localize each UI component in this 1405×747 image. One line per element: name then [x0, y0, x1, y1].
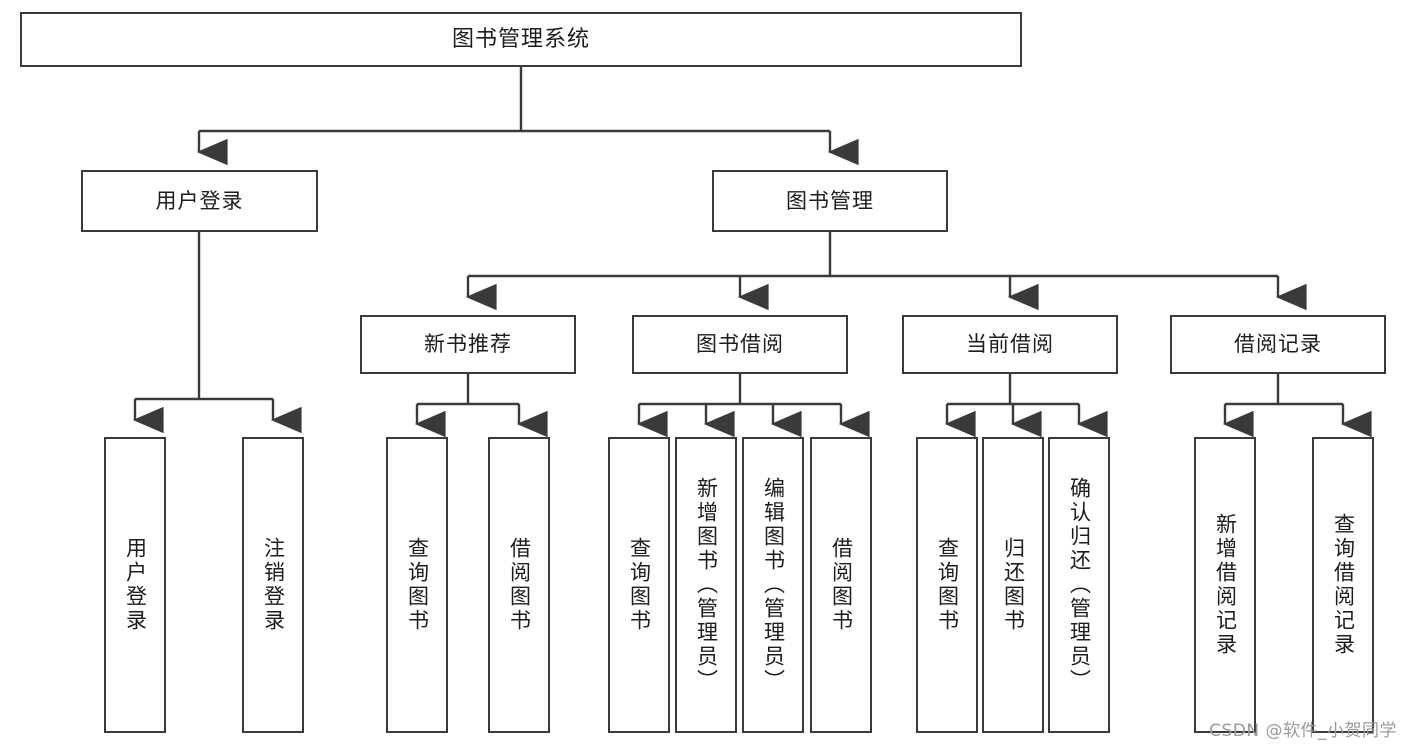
leaf-borrow-book-newbook[interactable]: 借阅图书	[488, 437, 550, 733]
node-root-system[interactable]: 图书管理系统	[20, 12, 1022, 67]
node-book-management[interactable]: 图书管理	[712, 170, 948, 232]
leaf-return-book[interactable]: 归还图书	[982, 437, 1044, 733]
leaf-query-book-borrow[interactable]: 查询图书	[608, 437, 670, 733]
leaf-query-book-newbook[interactable]: 查询图书	[386, 437, 448, 733]
leaf-add-borrow-record[interactable]: 新增借阅记录	[1194, 437, 1256, 733]
node-book-borrow[interactable]: 图书借阅	[632, 315, 848, 374]
node-current-borrow[interactable]: 当前借阅	[902, 315, 1118, 374]
node-user-login[interactable]: 用户登录	[81, 170, 318, 232]
leaf-query-book-current[interactable]: 查询图书	[916, 437, 978, 733]
leaf-label: 借阅图书	[507, 537, 532, 633]
leaf-edit-book-admin[interactable]: 编辑图书（管理员）	[742, 437, 804, 733]
leaf-logout-login[interactable]: 注销登录	[242, 437, 304, 733]
leaf-label: 注销登录	[261, 537, 286, 633]
leaf-label: 查询借阅记录	[1331, 513, 1356, 657]
leaf-label: 查询图书	[935, 537, 960, 633]
leaf-add-book-admin[interactable]: 新增图书（管理员）	[675, 437, 737, 733]
leaf-label: 查询图书	[405, 537, 430, 633]
leaf-user-login[interactable]: 用户登录	[104, 437, 166, 733]
leaf-label: 新增图书（管理员）	[694, 477, 719, 693]
watermark-text: CSDN @软件_小贺同学	[1209, 721, 1397, 741]
leaf-label: 查询图书	[627, 537, 652, 633]
leaf-label: 用户登录	[123, 537, 148, 633]
leaf-label: 编辑图书（管理员）	[761, 477, 786, 693]
node-new-book-recommend[interactable]: 新书推荐	[360, 315, 576, 374]
leaf-borrow-book[interactable]: 借阅图书	[810, 437, 872, 733]
leaf-query-borrow-record[interactable]: 查询借阅记录	[1312, 437, 1374, 733]
leaf-label: 确认归还（管理员）	[1067, 477, 1092, 693]
leaf-confirm-return-admin[interactable]: 确认归还（管理员）	[1048, 437, 1110, 733]
leaf-label: 归还图书	[1001, 537, 1026, 633]
leaf-label: 借阅图书	[829, 537, 854, 633]
node-borrow-record[interactable]: 借阅记录	[1170, 315, 1386, 374]
leaf-label: 新增借阅记录	[1213, 513, 1238, 657]
